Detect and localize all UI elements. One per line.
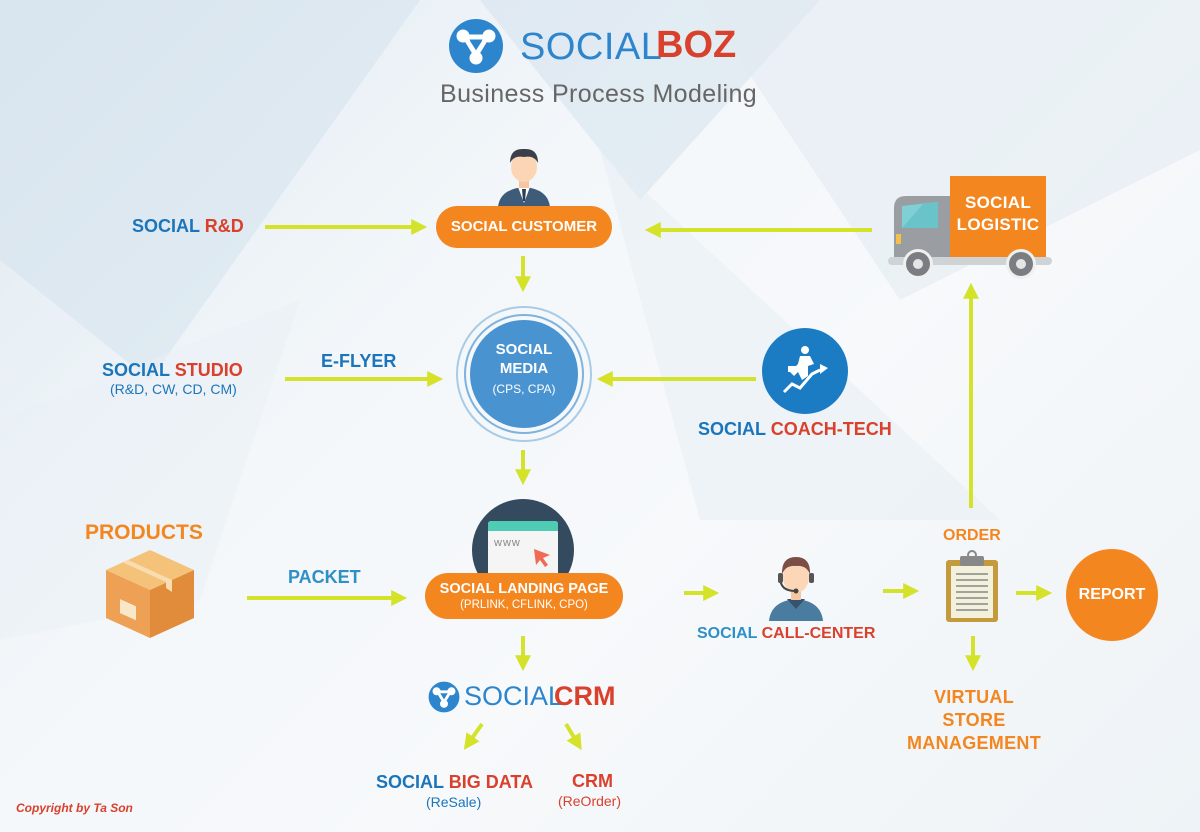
crm-detail: (ReOrder) [558,793,622,809]
node-report: REPORT [1066,549,1158,641]
label-products: PRODUCTS [85,521,203,544]
node-social-call-center: SOCIAL CALL-CENTER [697,625,875,643]
box-icon [106,550,194,638]
label-order: ORDER [943,527,1001,544]
landing-detail: (PRLINK, CFLINK, CPO) [460,599,588,611]
studio-prefix: SOCIAL [102,360,170,380]
customer-label: SOCIAL CUSTOMER [450,218,598,235]
label-packet: PACKET [288,567,361,587]
bigdata-prefix: SOCIAL [376,772,444,792]
crm-logo-bold: CRM [554,681,616,711]
copyright-text: Copyright by Ta Son [16,801,133,815]
brand-light: SOCIAL [520,26,663,68]
media-line2: MEDIA [499,360,549,377]
vsm-line3: MANAGEMENT [907,733,1041,753]
network-nodes-icon [449,19,503,73]
headset-agent-icon [769,557,823,621]
truck-icon [888,176,1052,279]
media-line1: SOCIAL [495,341,553,358]
media-detail: (CPS, CPA) [492,382,556,396]
node-virtual-store-management: VIRTUAL STORE MANAGEMENT [900,686,1048,755]
node-social-media: SOCIAL MEDIA (CPS, CPA) [456,306,592,442]
header-logo: SOCIAL BOZ [448,18,748,74]
vsm-line2: STORE [942,710,1006,730]
bigdata-name: BIG DATA [448,772,534,792]
vsm-line1: VIRTUAL [933,687,1015,707]
coach-name: COACH-TECH [770,419,892,439]
label-e-flyer: E-FLYER [321,351,397,371]
node-social-coach-tech: SOCIAL COACH-TECH [698,419,892,440]
studio-detail: (R&D, CW, CD, CM) [110,381,237,397]
node-social-rnd: SOCIAL R&D [132,216,244,237]
node-social-big-data: SOCIAL BIG DATA [376,772,533,793]
page-subtitle: Business Process Modeling [440,80,758,108]
cursor-arrow-icon [534,549,550,567]
node-social-customer: SOCIAL CUSTOMER [436,206,612,248]
social-crm-logo: SOCIAL CRM [428,680,618,714]
brand-bold: BOZ [656,24,737,66]
crm-logo-light: SOCIAL [464,681,564,711]
bigdata-detail: (ReSale) [426,794,482,810]
person-icon [498,148,550,207]
climbing-businessman-icon [762,328,848,414]
node-crm: CRM [572,771,613,791]
coach-prefix: SOCIAL [698,419,766,439]
logistic-line2: LOGISTIC [956,215,1040,234]
landing-label: SOCIAL LANDING PAGE [439,581,609,597]
report-label: REPORT [1078,586,1146,603]
node-social-studio: SOCIAL STUDIO [102,360,243,381]
callcenter-name: CALL-CENTER [761,625,876,642]
logistic-line1: SOCIAL [964,193,1032,212]
rnd-name: R&D [204,216,244,236]
network-nodes-icon [428,681,460,713]
clipboard-icon [946,550,998,622]
callcenter-prefix: SOCIAL [697,625,758,642]
node-social-landing-page: SOCIAL LANDING PAGE (PRLINK, CFLINK, CPO… [425,573,623,619]
node-social-logistic: SOCIAL LOGISTIC [950,192,1046,236]
rnd-prefix: SOCIAL [132,216,200,236]
studio-name: STUDIO [174,360,243,380]
